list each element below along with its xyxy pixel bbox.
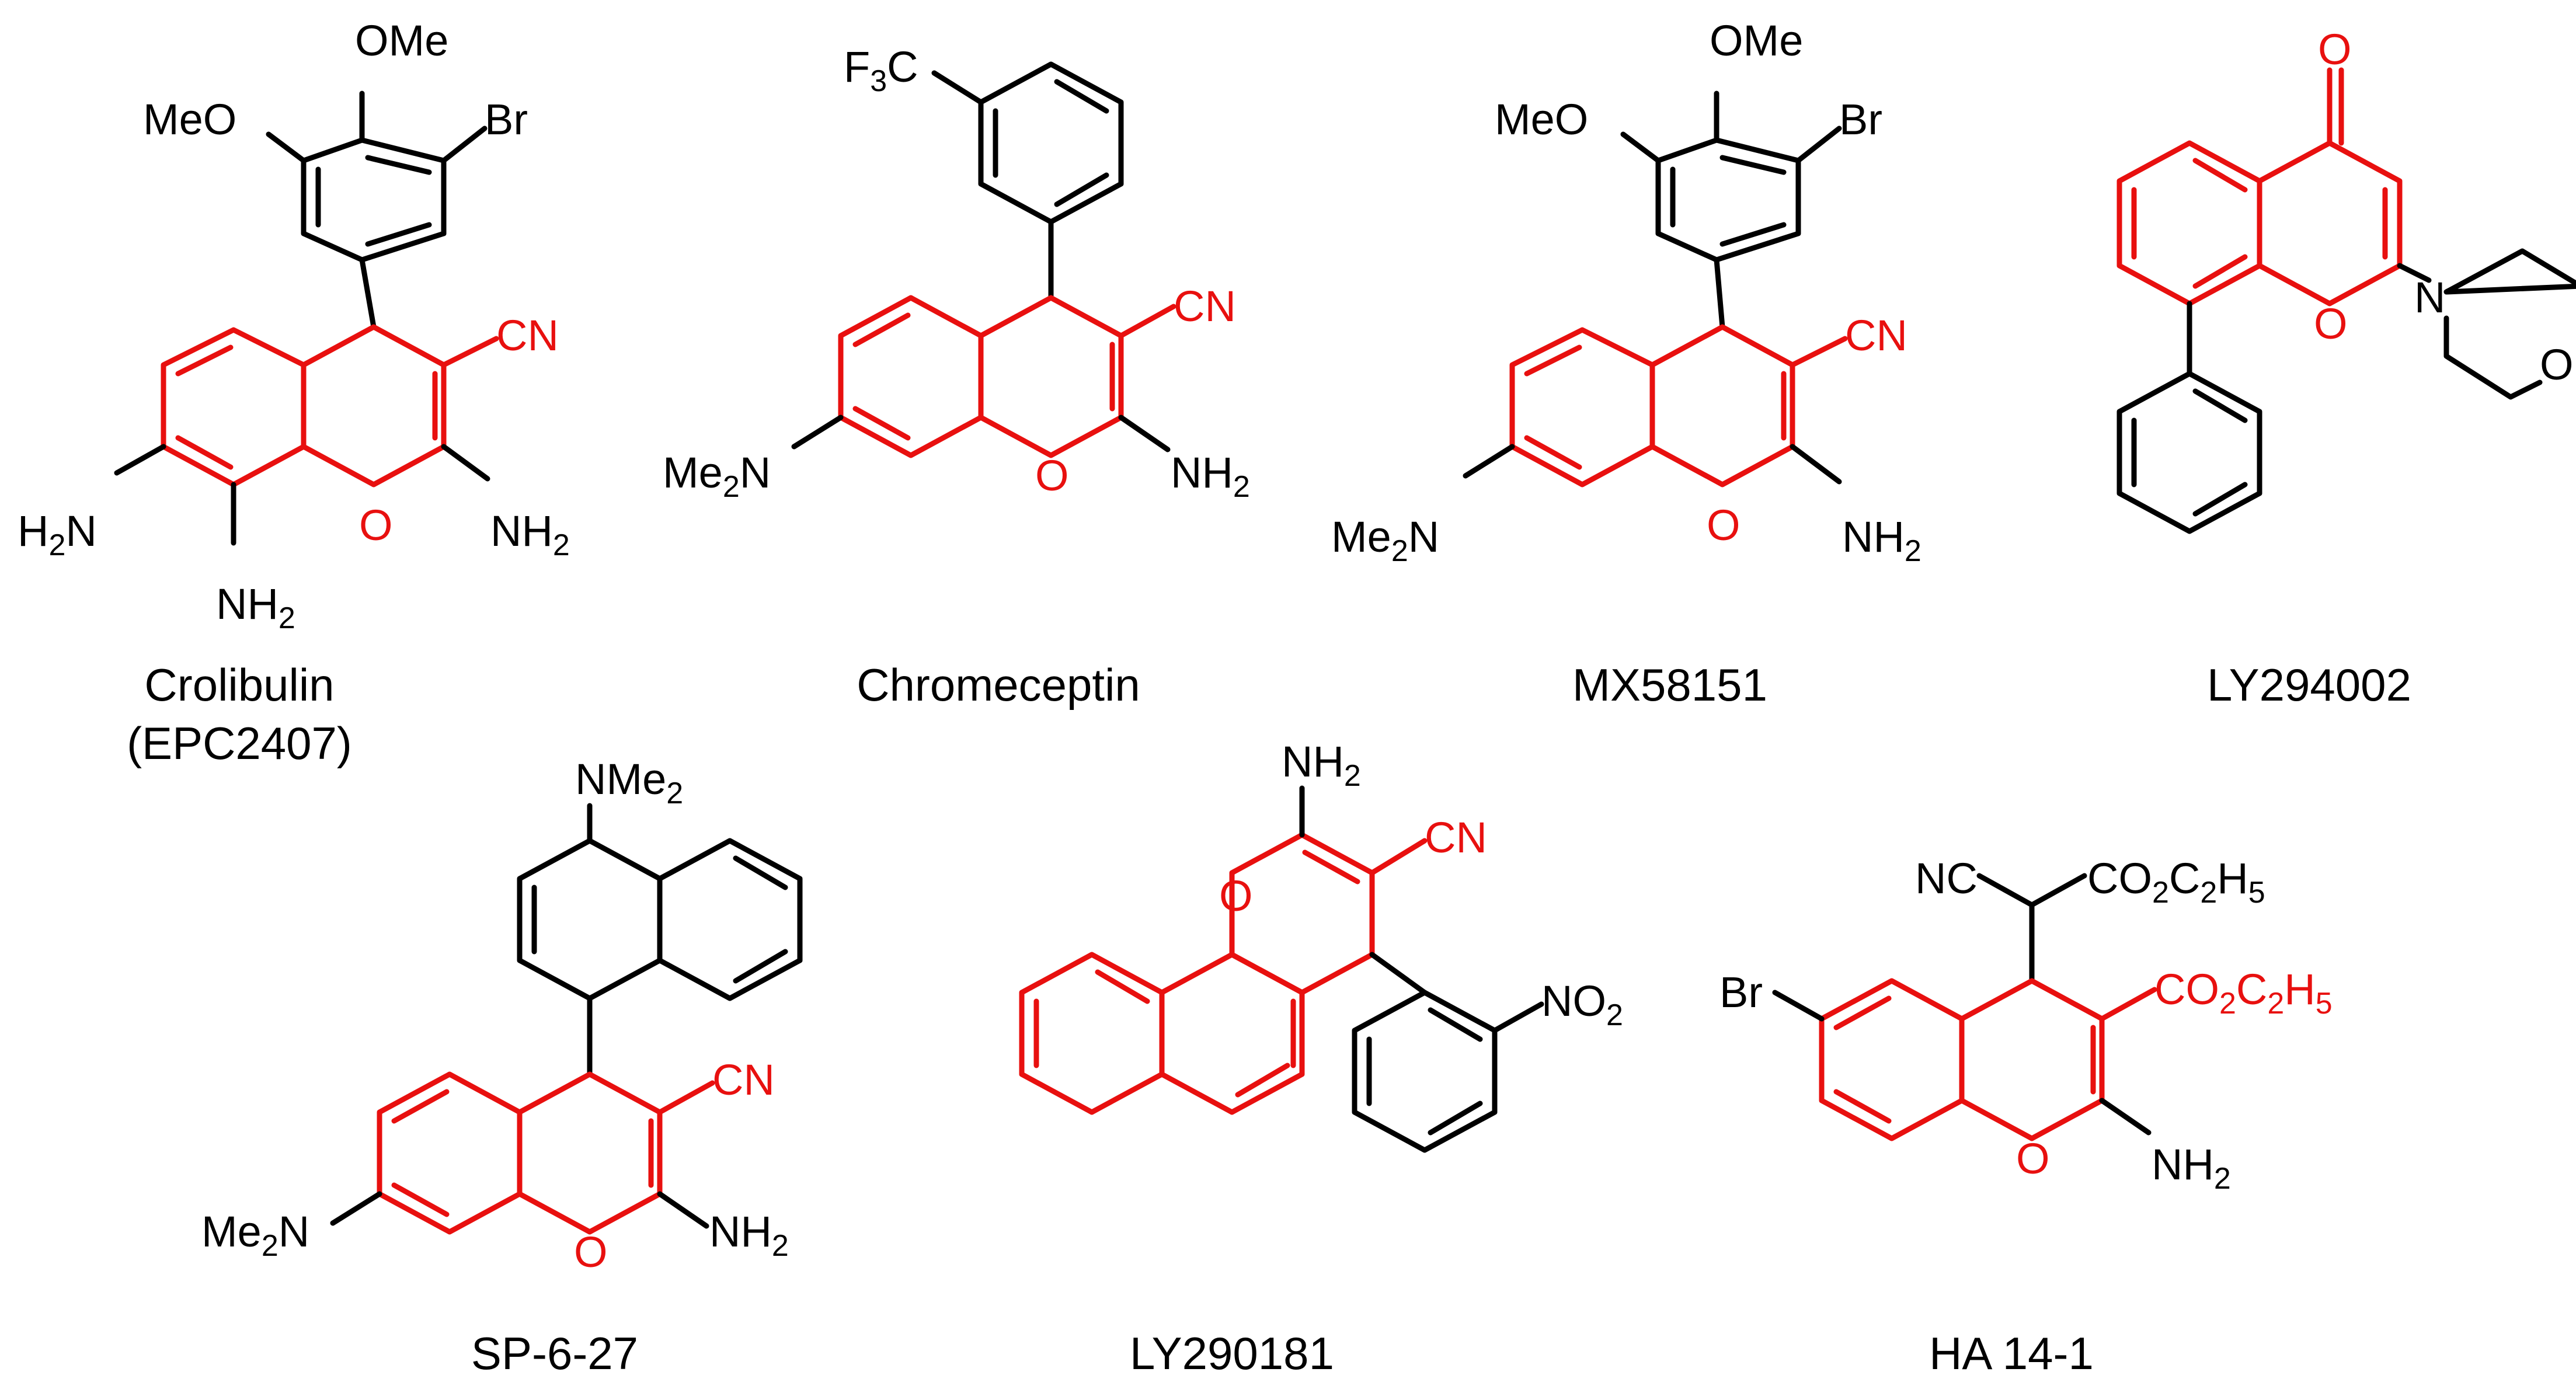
compound-name: Chromeceptin	[857, 659, 1140, 711]
dimethylamino-label: NMe2	[575, 755, 683, 810]
amino-label: NH2	[1842, 513, 1921, 568]
compound-name: LY290181	[1130, 1328, 1334, 1379]
ring-oxygen-label: O	[1219, 872, 1253, 920]
amino-label: NH2	[1171, 448, 1250, 504]
compound-name: HA 14-1	[1929, 1328, 2094, 1379]
ring-oxygen-label: O	[359, 501, 393, 549]
morpholine-nitrogen-label: N	[2414, 273, 2445, 322]
bromo-label: Br	[485, 95, 528, 144]
amino-label: H2N	[18, 507, 97, 562]
ring-oxygen-label: O	[2016, 1134, 2050, 1183]
keto-oxygen-label: O	[2318, 25, 2352, 74]
ester-label: CO2C2H5	[2154, 965, 2333, 1021]
ring-oxygen-label: O	[1035, 451, 1069, 500]
methoxy-label: OMe	[1710, 16, 1803, 65]
methoxy-label: OMe	[355, 16, 448, 65]
nitrile-label: CN	[1845, 311, 1907, 360]
ester-label: CO2C2H5	[2087, 854, 2265, 910]
trifluoromethyl-label: F3C	[844, 43, 918, 98]
bromo-label: Br	[1839, 95, 1882, 144]
bromo-label: Br	[1719, 968, 1763, 1016]
compound-code: (EPC2407)	[127, 718, 352, 769]
methoxy-label: MeO	[1495, 95, 1588, 144]
dimethylamino-label: Me2N	[201, 1207, 309, 1263]
amino-label: NH2	[490, 507, 570, 562]
structure-crolibulin: OMe MeO Br CN O NH2 H2N NH2 Crolibulin (…	[18, 16, 570, 769]
amino-label: NH2	[1282, 737, 1361, 793]
compound-name: Crolibulin	[144, 659, 334, 711]
structure-ly290181: NH2 CN O NO2 LY290181	[1019, 737, 1623, 1379]
amino-label: NH2	[216, 580, 295, 635]
nitro-label: NO2	[1541, 977, 1623, 1032]
structure-sp-6-27: NMe2 CN O Me2N NH2 SP-6-27	[201, 755, 803, 1379]
amino-label: NH2	[709, 1207, 789, 1263]
ring-oxygen-label: O	[2314, 300, 2348, 348]
nitrile-label: NC	[1915, 854, 1978, 903]
nitrile-label: CN	[1425, 813, 1487, 862]
morpholine-oxygen-label: O	[2540, 340, 2574, 389]
compound-name: LY294002	[2207, 659, 2411, 711]
methoxy-label: MeO	[143, 95, 236, 144]
compound-name: SP-6-27	[471, 1328, 638, 1379]
structure-mx58151: OMe MeO Br CN O Me2N NH2 MX58151	[1331, 16, 1921, 711]
nitrile-label: CN	[712, 1056, 775, 1104]
ring-oxygen-label: O	[1707, 501, 1740, 549]
compound-name: MX58151	[1572, 659, 1767, 711]
amino-label: NH2	[2152, 1140, 2231, 1196]
ring-oxygen-label: O	[574, 1228, 608, 1276]
dimethylamino-label: Me2N	[1331, 513, 1439, 568]
structure-ha-14-1: NC CO2C2H5 CO2C2H5 Br O NH2 HA 14-1	[1719, 854, 2333, 1379]
structure-chromeceptin: F3C CN O Me2N NH2 Chromeceptin	[663, 43, 1250, 711]
nitrile-label: CN	[496, 311, 559, 360]
structure-ly294002: O O N O LY294002	[2117, 25, 2576, 711]
dimethylamino-label: Me2N	[663, 448, 771, 504]
nitrile-label: CN	[1174, 282, 1236, 330]
